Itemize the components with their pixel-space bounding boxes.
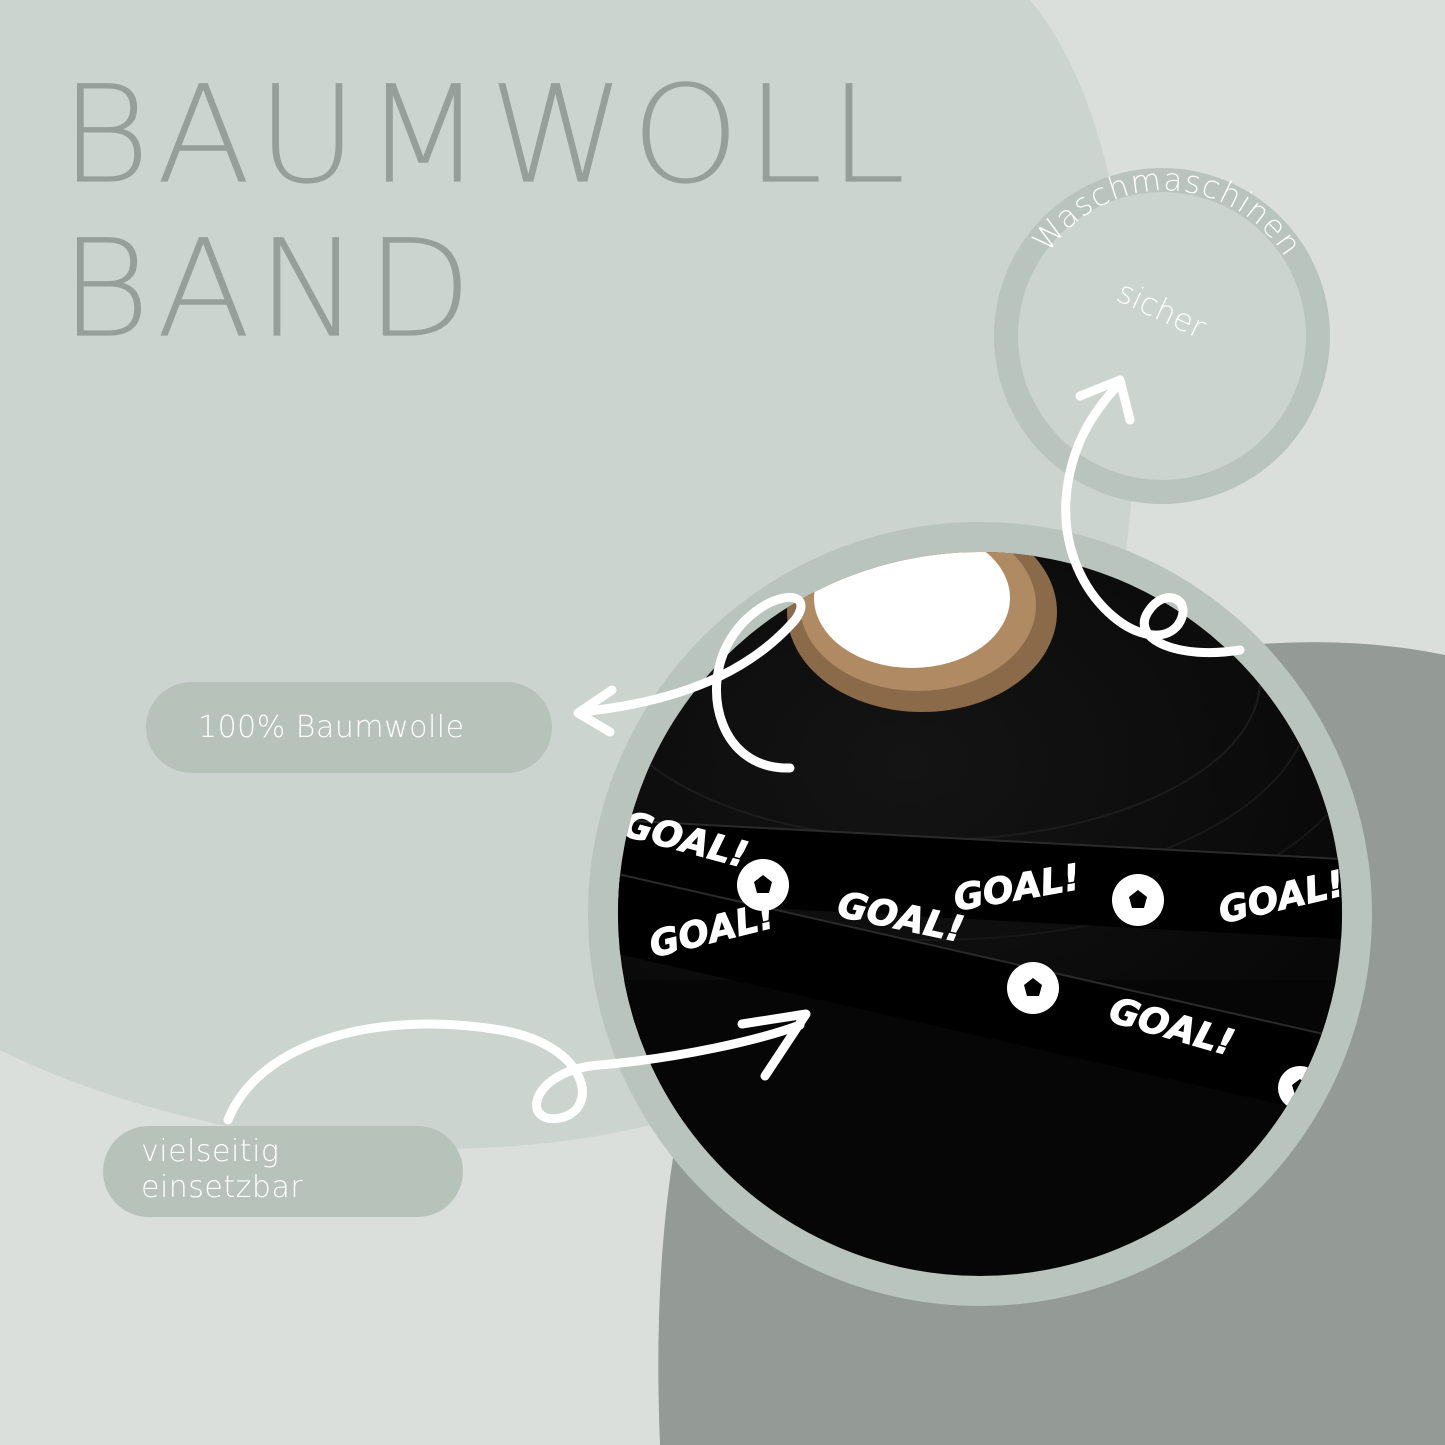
- arrow-to-cotton-label: [575, 593, 806, 773]
- arrow-head-badge: [1075, 375, 1135, 425]
- ribbon-strip-lower: [618, 869, 1342, 1120]
- versatile-label-line1: vielseitig: [141, 1134, 280, 1169]
- versatile-label-pill: vielseitig einsetzbar: [103, 1126, 463, 1217]
- versatile-label-line2: einsetzbar: [141, 1170, 304, 1205]
- ribbon-strip-upper: [618, 819, 1342, 940]
- title-line-1: BAUMWOLL: [60, 56, 912, 215]
- arrow-head-versatile: [737, 1009, 811, 1081]
- cotton-label: 100% Baumwolle: [198, 710, 465, 745]
- arrow-from-versatile-label: [223, 1019, 805, 1125]
- cotton-label-pill: 100% Baumwolle: [146, 682, 552, 773]
- title-line-2: BAND: [60, 210, 479, 369]
- arrow-to-badge: [1061, 380, 1245, 658]
- arrow-head-cotton: [573, 685, 617, 737]
- machine-washable-badge: Waschmaschinen sicher: [994, 162, 1330, 504]
